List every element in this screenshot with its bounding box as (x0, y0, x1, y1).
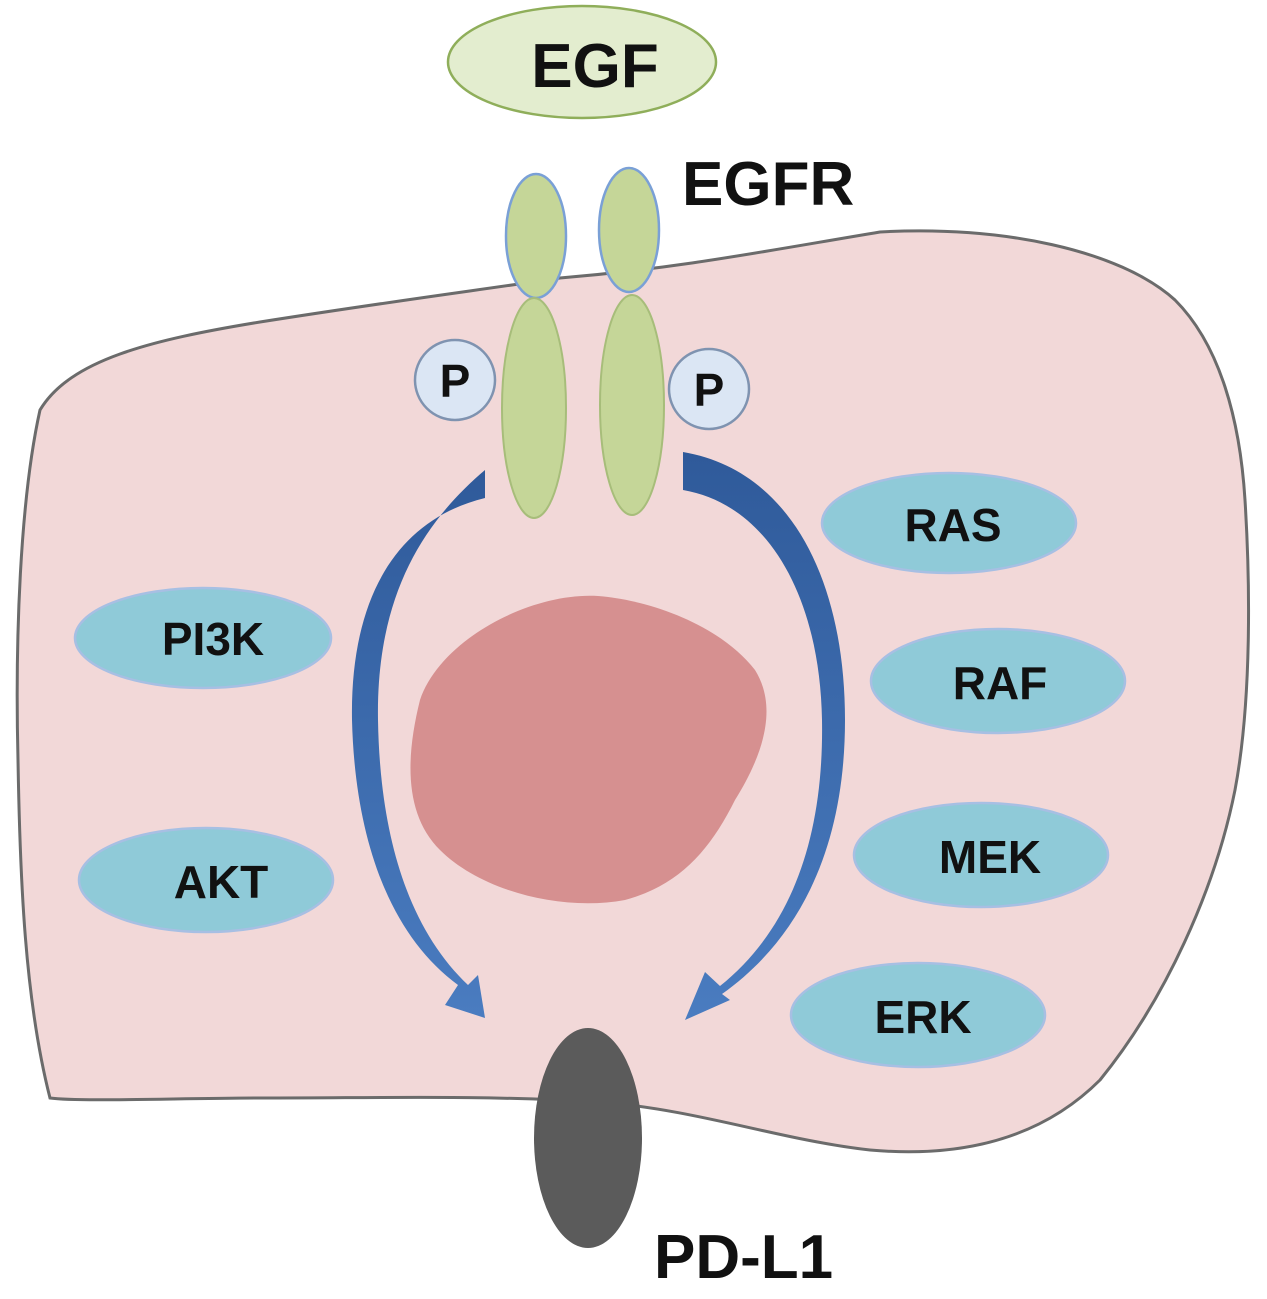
erk-label: ERK (874, 991, 971, 1043)
right-pathway-arrow (683, 452, 845, 1020)
phosphate-right: P (667, 347, 751, 431)
egf-ligand: EGF (446, 4, 718, 120)
raf-node: RAF (869, 627, 1127, 735)
phosphate-left: P (413, 338, 497, 422)
pi3k-node: PI3K (73, 586, 333, 690)
phosphate-left-label: P (440, 355, 471, 407)
left-pathway-arrow (351, 470, 485, 1018)
akt-label: AKT (174, 856, 269, 908)
egf-label: EGF (531, 32, 658, 101)
phosphate-right-label: P (694, 364, 725, 416)
erk-node: ERK (789, 961, 1047, 1069)
egfr-receptor-left (501, 172, 568, 519)
ras-label: RAS (904, 499, 1001, 551)
pi3k-label: PI3K (162, 613, 264, 665)
egfr-receptor-right (597, 166, 665, 516)
akt-node: AKT (77, 826, 335, 934)
pd-l1-label: PD-L1 (654, 1223, 833, 1292)
mek-label: MEK (939, 831, 1041, 883)
egfr-label: EGFR (682, 150, 854, 219)
pd-l1-protein (534, 1028, 642, 1248)
ras-node: RAS (820, 471, 1078, 575)
raf-label: RAF (953, 657, 1048, 709)
mek-node: MEK (852, 801, 1110, 909)
nucleus (410, 595, 767, 904)
